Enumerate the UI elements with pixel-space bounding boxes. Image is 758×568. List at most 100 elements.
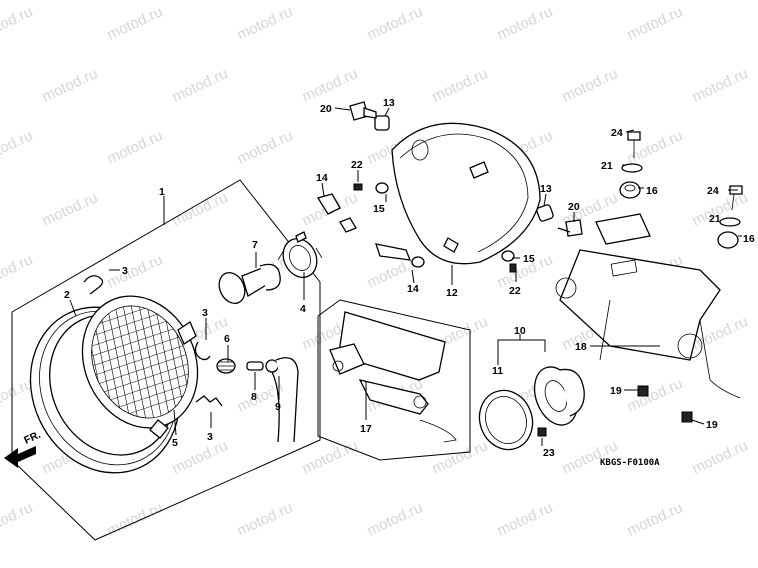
lens-line (135, 289, 167, 435)
callout-19-left: 19 (610, 385, 622, 397)
watermark-text: motod.ru (170, 65, 231, 105)
position-lamp-bulb[interactable] (246, 361, 264, 371)
lens-line (111, 289, 143, 435)
callout-24-right: 24 (707, 185, 719, 197)
callout-3-lower: 3 (207, 431, 213, 443)
lens-line (127, 289, 159, 435)
watermark-text: motod.ru (235, 3, 296, 43)
callout-6: 6 (224, 333, 230, 345)
spring-clip-upper[interactable] (83, 275, 104, 295)
watermark-text: motod.ru (625, 499, 686, 539)
front-direction-arrow: FR. (4, 429, 43, 468)
lens-line (79, 339, 201, 381)
watermark-text: motod.ru (170, 189, 231, 229)
spring-clip-middle[interactable] (194, 341, 211, 361)
watermark-text: motod.ru (40, 65, 101, 105)
callout-14-upper: 14 (316, 172, 328, 184)
horn-ring[interactable] (471, 383, 540, 457)
callout-8: 8 (251, 391, 257, 403)
watermark-text: motod.ru (105, 499, 166, 539)
watermark-text: motod.ru (365, 499, 426, 539)
callout-18: 18 (575, 341, 587, 353)
callout-16-upper: 16 (646, 185, 658, 197)
screw-left[interactable] (353, 183, 363, 191)
callout-3-middle: 3 (202, 307, 208, 319)
stay-grommet-upper[interactable] (619, 181, 641, 199)
callout-20-upper: 20 (320, 103, 332, 115)
bracket-inset-outline (317, 299, 471, 461)
bolt-right[interactable] (557, 219, 583, 237)
horn-bolt[interactable] (537, 427, 547, 437)
callout-14-lower: 14 (407, 283, 419, 295)
callout-22-left: 22 (351, 159, 363, 171)
watermark-text: motod.ru (235, 499, 296, 539)
watermark-text: motod.ru (105, 3, 166, 43)
collar-right[interactable] (536, 204, 554, 222)
stay-bolt-lower-1[interactable] (637, 385, 649, 397)
watermark-text: motod.ru (690, 437, 751, 477)
watermark-text: motod.ru (365, 3, 426, 43)
callout-13-right: 13 (540, 183, 552, 195)
lens-line (119, 289, 151, 435)
watermark-text: motod.ru (0, 499, 35, 539)
watermark-text: motod.ru (105, 251, 166, 291)
headlight-bracket[interactable] (329, 311, 457, 443)
headlight-case[interactable] (391, 122, 541, 265)
watermark-text: motod.ru (430, 437, 491, 477)
collar-left[interactable] (374, 115, 390, 131)
watermark-text: motod.ru (300, 65, 361, 105)
nut-right[interactable] (501, 250, 515, 262)
bulb-socket[interactable] (277, 231, 323, 283)
callout-1: 1 (159, 186, 165, 198)
stay-washer-right[interactable] (719, 217, 741, 227)
callout-24-upper: 24 (611, 127, 623, 139)
position-lamp-wire[interactable] (265, 357, 299, 443)
watermark-text: motod.ru (0, 127, 35, 167)
callout-12: 12 (446, 287, 458, 299)
callout-4: 4 (300, 303, 306, 315)
callout-2: 2 (64, 289, 70, 301)
headlight-bulb[interactable] (214, 263, 281, 307)
callout-11: 11 (492, 365, 503, 377)
spring-clip-lower[interactable] (195, 395, 223, 407)
horn[interactable] (527, 361, 585, 431)
callout-23: 23 (543, 447, 555, 459)
callout-9: 9 (275, 401, 281, 413)
stay-grommet-right[interactable] (717, 231, 739, 249)
stay-washer-upper[interactable] (621, 163, 643, 173)
watermark-text: motod.ru (300, 437, 361, 477)
callout-13-upper: 13 (383, 97, 395, 109)
callout-16-right: 16 (743, 233, 755, 245)
connector-upper[interactable] (316, 193, 357, 233)
stay-bolt-upper[interactable] (627, 131, 641, 158)
lens-line (79, 349, 201, 391)
watermark-text: motod.ru (625, 3, 686, 43)
watermark-text: motod.ru (0, 251, 35, 291)
nut-left[interactable] (375, 182, 389, 194)
callout-10: 10 (514, 325, 526, 337)
connector-lower[interactable] (375, 243, 425, 268)
stay-bolt-lower-2[interactable] (681, 411, 693, 423)
bolt-upper[interactable] (349, 101, 377, 121)
callout-3-upper: 3 (122, 265, 128, 277)
leader-lines (69, 107, 742, 446)
watermark-text: motod.ru (625, 375, 686, 415)
callout-17: 17 (360, 423, 372, 435)
callout-20-right: 20 (568, 201, 580, 213)
watermark-text: motod.ru (40, 189, 101, 229)
horn-callout-bracket (497, 339, 546, 352)
watermark-text: motod.ru (560, 65, 621, 105)
headlight-stay[interactable] (555, 213, 741, 399)
watermark-text: motod.ru (690, 65, 751, 105)
callout-22-right: 22 (509, 285, 521, 297)
callout-19-right: 19 (706, 419, 718, 431)
callout-15-right: 15 (523, 253, 535, 265)
direction-label: FR. (22, 429, 42, 447)
callout-21-upper: 21 (601, 160, 613, 172)
watermark-text: motod.ru (430, 65, 491, 105)
watermark-text: motod.ru (105, 127, 166, 167)
position-lamp-socket[interactable] (216, 358, 236, 374)
screw-right[interactable] (509, 263, 517, 273)
diagram-code: KBGS-F0100A (600, 458, 660, 468)
